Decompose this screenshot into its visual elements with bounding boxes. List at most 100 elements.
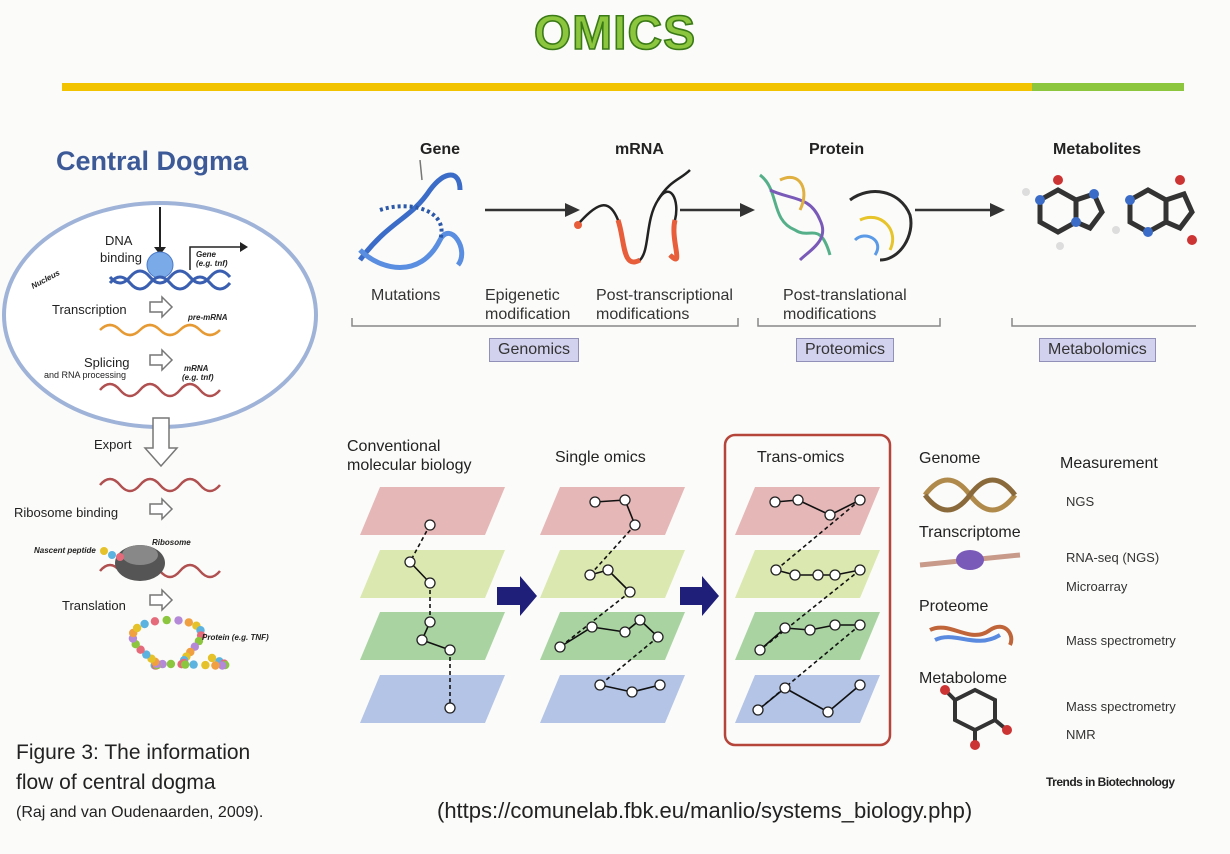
molecule-node <box>586 621 598 633</box>
interaction-edge <box>797 499 831 516</box>
molecule-node <box>769 496 781 508</box>
omics-layer <box>360 612 505 660</box>
molecule-node <box>629 519 641 531</box>
interaction-edge <box>559 591 631 648</box>
molecule-node <box>404 556 416 568</box>
journal-label: Trends in Biotechnology <box>1046 775 1175 789</box>
protein-bead <box>136 645 145 654</box>
rna-seq-label: RNA-seq (NGS) <box>1066 550 1160 565</box>
metabolome-label: Metabolome <box>919 670 1008 687</box>
interaction-edge <box>409 524 431 563</box>
molecule-node <box>652 631 664 643</box>
transcription-label: Transcription <box>52 302 127 317</box>
figure-caption: Figure 3: The information flow of centra… <box>16 738 250 798</box>
molecule-node <box>829 569 841 581</box>
ngs-label: NGS <box>1066 494 1095 509</box>
dna-label: DNA <box>105 233 133 248</box>
figure-caption-line-1: Figure 3: The information <box>16 741 251 764</box>
molecule-node <box>654 679 666 691</box>
mrna-heading: mRNA <box>615 141 664 158</box>
omics-layer <box>360 675 505 723</box>
protein-bead <box>211 661 220 670</box>
ribosome-binding-label: Ribosome binding <box>14 505 119 520</box>
molecule-node <box>602 564 614 576</box>
molecule-node <box>594 679 606 691</box>
protein-bead <box>201 660 210 670</box>
mass-spec-proteome-label: Mass spectrometry <box>1066 633 1176 648</box>
molecule-node <box>854 679 866 691</box>
pre-mrna-label: pre-mRNA <box>188 313 228 322</box>
ribosome-label: Ribosome <box>152 538 191 547</box>
transcriptome-label: Transcriptome <box>919 524 1021 541</box>
mutations-label: Mutations <box>371 287 441 304</box>
molecule-node <box>752 704 764 716</box>
omics-layer <box>735 487 880 535</box>
molecule-node <box>824 509 836 521</box>
molecule-node <box>804 624 816 636</box>
omics-layer <box>735 675 880 723</box>
molecule-node <box>854 619 866 631</box>
title-rule-yellow <box>62 83 1032 91</box>
omics-layer <box>540 487 685 535</box>
protein-bead <box>142 650 151 659</box>
molecule-node <box>424 519 436 531</box>
central-dogma-heading: Central Dogma <box>56 146 249 176</box>
molecule-node <box>754 644 766 656</box>
protein-bead <box>166 659 176 669</box>
molecule-node <box>792 494 804 506</box>
molecule-node <box>779 622 791 634</box>
molecule-node <box>624 586 636 598</box>
omics-layer <box>360 550 505 598</box>
microarray-label: Microarray <box>1066 579 1128 594</box>
molecule-node <box>424 577 436 589</box>
epigenetic-label-1: Epigenetic <box>485 287 560 304</box>
molecule-node <box>854 564 866 576</box>
protein-bead <box>162 615 171 625</box>
omics-flow-diagram <box>351 160 1197 327</box>
post-transcriptional-label-2: modifications <box>596 306 690 323</box>
omics-layer <box>360 487 505 535</box>
molecule-node <box>619 494 631 506</box>
trans-omics-heading: Trans-omics <box>757 449 845 466</box>
rna-processing-label: and RNA processing <box>44 370 127 380</box>
interaction-edge <box>775 499 861 571</box>
molecule-node <box>829 619 841 631</box>
genomics-box: Genomics <box>489 338 580 362</box>
molecule-node <box>770 564 782 576</box>
protein-bead <box>218 661 227 670</box>
omics-layers-diagram <box>360 433 892 747</box>
protein-bead <box>132 623 142 633</box>
single-omics-heading: Single omics <box>555 449 646 466</box>
genome-label: Genome <box>919 450 981 467</box>
molecule-node <box>626 686 638 698</box>
measurement-heading: Measurement <box>1060 455 1158 472</box>
splicing-label: Splicing <box>84 355 130 370</box>
binding-label: binding <box>100 250 142 265</box>
protein-bead <box>184 618 193 627</box>
protein-bead <box>207 653 217 663</box>
citation: (Raj and van Oudenaarden, 2009). <box>16 804 264 821</box>
interaction-edge <box>757 624 861 711</box>
interaction-edge <box>559 626 593 648</box>
molecule-node <box>779 682 791 694</box>
conventional-heading-2: molecular biology <box>347 457 472 474</box>
proteomics-box: Proteomics <box>796 338 895 362</box>
molecule-node <box>822 706 834 718</box>
molecule-node <box>789 569 801 581</box>
title-rule-green <box>1032 83 1184 91</box>
interaction-edge <box>757 687 786 711</box>
protein-heading: Protein <box>809 141 865 158</box>
epigenetic-label-2: modification <box>485 306 571 323</box>
molecule-node <box>584 569 596 581</box>
gene-heading: Gene <box>420 141 461 158</box>
page-title: OMICS <box>533 6 697 61</box>
source-url: (https://comunelab.fbk.eu/manlio/systems… <box>437 798 973 823</box>
molecule-node <box>854 494 866 506</box>
molecule-node <box>424 616 436 628</box>
protein-label: Protein (e.g. TNF) <box>202 633 269 642</box>
central-dogma-diagram <box>2 201 318 670</box>
omics-layer <box>540 612 685 660</box>
gene-label: Gene <box>196 250 217 259</box>
interaction-edge <box>827 684 861 713</box>
molecule-node <box>812 569 824 581</box>
